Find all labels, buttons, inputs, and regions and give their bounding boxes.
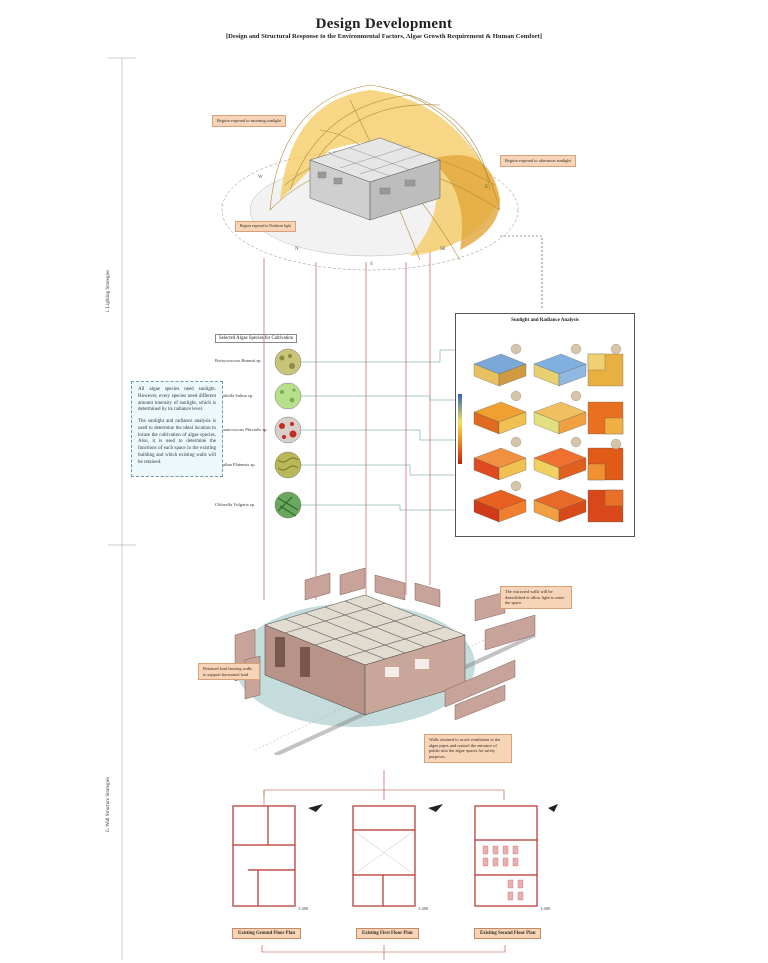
second-plan-scale: 1:400 [540,906,551,911]
page-title: Design Development [315,16,453,32]
species-label-dunaliella: Dunaliella Salina sp. [215,393,254,398]
morning-sunlight-label: Region exposed to morning sunlight [212,115,286,127]
spirulina-micrograph [274,451,302,479]
ground-plan-scale: 1:400 [298,906,309,911]
ground-floor-plan-label: Existing Ground Floor Plan [232,928,301,939]
species-header: Selected Algae Species for Cultivation [215,334,298,343]
svg-text:S: S [370,262,373,267]
afternoon-sunlight-label: Region exposed to afternoon sunlight [500,155,576,167]
svg-text:E: E [485,185,488,190]
species-label-haematococcus: Haematococcus Pluvialis sp. [215,427,268,432]
building-model-icon [309,137,441,221]
svg-text:N: N [295,247,299,252]
side-label-lighting: i. Lighting Strategies [106,269,111,312]
description-paragraph-1: All algae species need sunlight. However… [138,387,216,413]
ventilation-walls-note: Walls retained to avoid ventilation to t… [424,734,512,763]
north-arrow-icons [308,804,558,812]
species-label-botryococcus: Botryococcus Braunii sp. [215,358,262,363]
retained-walls-note: Retained load bearing walls to support h… [198,663,260,681]
side-label-wall: ii. Wall Structure Strategies [106,776,111,832]
radiance-analysis-panel: Sunlight and Radiance Analysis [455,313,635,537]
dunaliella-micrograph [274,382,302,410]
first-plan-scale: 1:400 [418,906,429,911]
species-label-chlorella: Chlorella Vulgaris sp. [215,502,256,507]
exploded-wall-axonometric [234,567,536,755]
northern-light-label: Region exposed to Northern light [235,221,296,232]
analysis-grid [458,343,624,523]
species-micrographs [274,348,302,519]
species-label-spirulina: Spirulina Platensis sp. [215,462,256,467]
second-floor-plan-label: Existing Second Floor Plan [474,928,542,939]
svg-text:W: W [258,175,263,180]
haematococcus-micrograph [274,416,302,444]
algae-description-box: All algae species need sunlight. However… [131,381,223,478]
svg-text:SE: SE [440,247,446,252]
floor-plans-drawing [232,804,558,907]
description-paragraph-2: The sunlight and radiance analysis is us… [138,419,216,465]
analysis-title: Sunlight and Radiance Analysis [511,318,579,323]
demolish-walls-note: The extracted walls will be demolished t… [500,586,572,610]
botryococcus-micrograph [274,348,302,376]
page-subtitle: [Design and Structural Response to the E… [225,33,543,40]
chlorella-micrograph [274,491,302,519]
sun-path-diagram: W E N S SE [221,84,519,271]
first-floor-plan-label: Existing First Floor Plan [356,928,419,939]
